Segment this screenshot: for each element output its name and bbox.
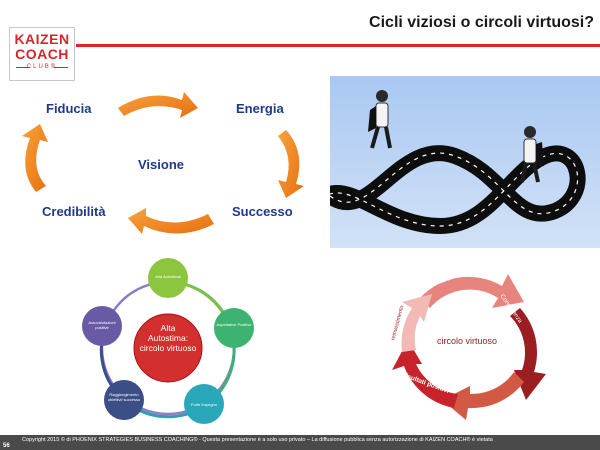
self-esteem-cycle-diagram [82, 258, 254, 424]
logo-line-1: KAIZEN [14, 31, 70, 47]
logo-line-3: CLUB® [26, 64, 58, 70]
cycle-label-fiducia: Fiducia [46, 101, 92, 116]
header-rule [76, 44, 600, 47]
logo-divider-right [54, 67, 68, 68]
footer-copyright: Copyright 2015 © di PHOENIX STRATEGIES B… [22, 437, 493, 443]
virtuous-circle-center: circolo virtuoso [436, 336, 498, 346]
walker-right [520, 126, 544, 183]
cycle-label-credibilita: Credibilità [42, 204, 106, 219]
cycle-arrows-diagram [22, 92, 304, 234]
logo-divider-left [16, 67, 30, 68]
center-line-1: Alta [160, 323, 176, 333]
arrow-bottom [128, 208, 214, 234]
cycle-label-visione: Visione [138, 157, 185, 172]
footer-bar: Copyright 2015 © di PHOENIX STRATEGIES B… [0, 435, 600, 450]
logo-line-2: COACH [15, 46, 69, 62]
self-esteem-center [133, 313, 203, 383]
arrow-top [118, 92, 198, 118]
arrow-right [278, 130, 304, 198]
node-label-autovalutazioni: Autovalutazioni positive [88, 320, 116, 330]
slide-title: Cicli viziosi o circoli virtuosi? [369, 14, 594, 31]
page-number: 56 [3, 443, 10, 449]
segment-risultati [392, 340, 458, 408]
cycle-label-energia: Energia [236, 101, 284, 116]
center-line-2: Autostima: [147, 333, 189, 343]
kaizen-coach-logo: KAIZEN COACH CLUB® [9, 27, 75, 81]
self-esteem-center-text: Alta Autostima: circolo virtuoso [134, 323, 202, 353]
node-forte-impegno [184, 384, 224, 424]
node-label-raggiungimento: Raggiungimento obiettivi/ successo [107, 392, 141, 402]
infinity-road-illustration [330, 90, 586, 235]
node-autovalutazioni [82, 306, 122, 346]
segment-azione [442, 372, 524, 420]
node-aspettative-positive [214, 308, 254, 348]
walker-left [368, 90, 392, 149]
node-label-aspettative: Aspettative Positive [216, 322, 252, 327]
segment-reinvestimento [401, 294, 432, 352]
virtuous-circle-diagram [392, 274, 546, 420]
node-label-forte-impegno: Forte Impegno [190, 402, 217, 407]
arrow-left [22, 124, 48, 192]
node-alta-autostima [148, 258, 188, 298]
node-label-alta-autostima: Alta Autostima [155, 274, 181, 279]
segment-welfare [420, 274, 524, 308]
node-raggiungimento [104, 380, 144, 420]
infinity-road-photo [330, 76, 600, 248]
center-line-3: circolo virtuoso [139, 343, 197, 353]
cycle-label-successo: Successo [232, 204, 293, 219]
